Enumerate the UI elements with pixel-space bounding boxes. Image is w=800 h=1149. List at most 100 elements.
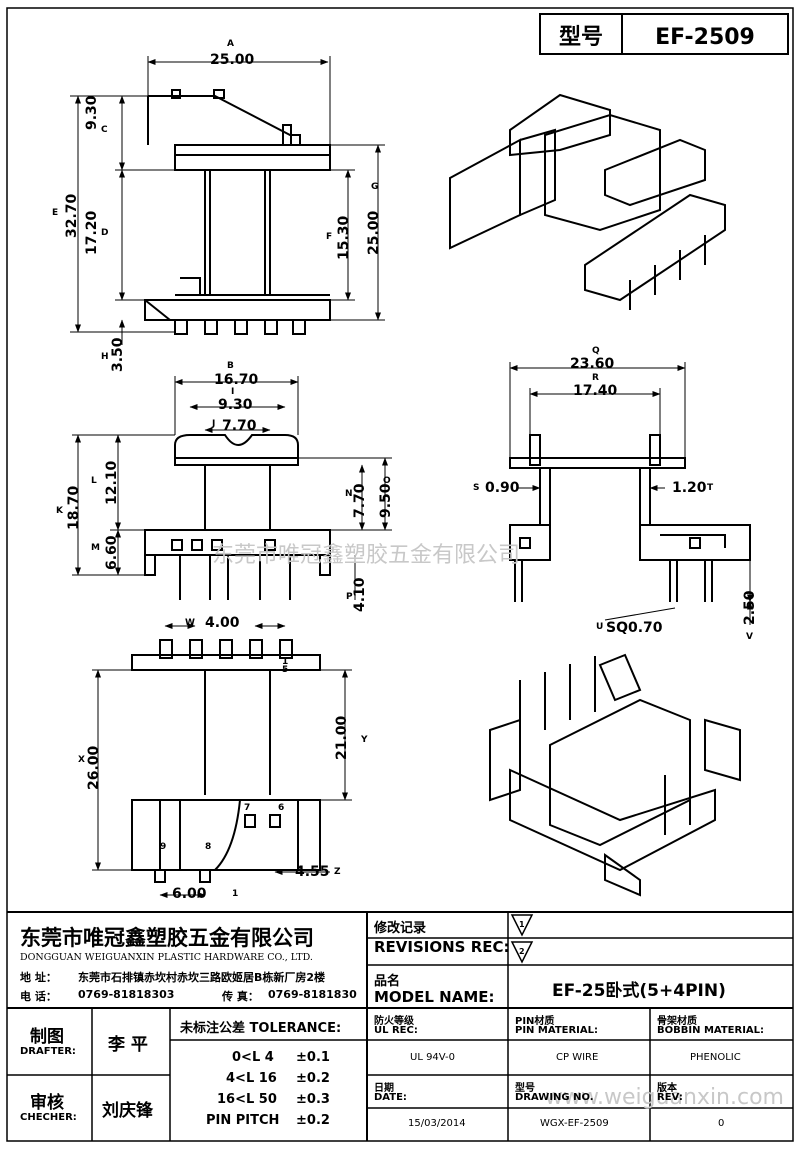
ref-letter-1: 1 (232, 889, 239, 899)
dim-h-value: 3.50 (110, 337, 126, 372)
dim-o-value: 9.50 (378, 483, 394, 518)
ref-letter-j: J (212, 419, 216, 429)
pin-material-label-cn: PIN材质 (515, 1016, 555, 1027)
dim-r-value: 17.40 (573, 383, 618, 399)
dim-u-value: SQ0.70 (606, 620, 663, 636)
ul-rec-label-cn: 防火等级 (374, 1016, 414, 1027)
ref-letter-f: F (326, 232, 333, 242)
model-name-label-en: MODEL NAME: (374, 988, 495, 1006)
ref-letter-b: B (227, 361, 234, 371)
pin-material-label-en: PIN MATERIAL: (515, 1025, 598, 1036)
front-view (144, 434, 331, 600)
ref-letter-e: E (52, 208, 59, 218)
company-name-cn: 东莞市唯冠鑫塑胶五金有限公司 (20, 926, 314, 950)
company-name-en: DONGGUAN WEIGUANXIN PLASTIC HARDWARE CO.… (20, 952, 313, 963)
ref-letter-n: N (345, 489, 353, 499)
dim-f-value: 15.30 (336, 215, 352, 260)
dim-j-value: 7.70 (222, 418, 257, 434)
date-label-en: DATE: (374, 1092, 407, 1103)
tolerance-range-3: PIN PITCH (206, 1113, 280, 1128)
pin-number-6: 6 (278, 803, 285, 813)
watermark-url: www.weiguanxin.com (545, 1085, 784, 1110)
checker-label-en: CHECHER: (20, 1112, 77, 1123)
isometric-view-top (449, 93, 726, 310)
tolerance-range-1: 4<L 16 (226, 1071, 277, 1086)
pin-number-9: 9 (160, 842, 167, 852)
side-view-top-dims (70, 56, 385, 345)
ref-letter-w: W (185, 618, 195, 628)
pin-material-value: CP WIRE (556, 1052, 599, 1063)
ref-letter-i: I (231, 387, 235, 397)
dim-c-value: 9.30 (84, 95, 100, 130)
ref-letter-t: T (707, 483, 714, 493)
dim-n-value: 7.70 (352, 483, 368, 518)
bobbin-material-label-en: BOBBIN MATERIAL: (657, 1025, 765, 1036)
ref-letter-l: L (91, 476, 97, 486)
pin-number-5: 5 (282, 665, 289, 675)
ref-letter-u: U (596, 622, 604, 632)
dim-v-value: 2.50 (742, 590, 758, 625)
dim-k-value: 18.70 (66, 485, 82, 530)
isometric-view-bottom (489, 653, 741, 897)
date-label-cn: 日期 (374, 1083, 394, 1094)
rev-value: 0 (718, 1118, 725, 1129)
ref-letter-g: G (371, 182, 379, 192)
checker-name: 刘庆锋 (102, 1101, 153, 1121)
ul-rec-label-en: UL REC: (374, 1025, 418, 1036)
tolerance-value-2: ±0.3 (296, 1092, 330, 1107)
model-number: EF-2509 (655, 25, 755, 50)
ref-letter-c: C (101, 125, 108, 135)
ref-letter-y: Y (361, 735, 368, 745)
model-name-label-cn: 品名 (374, 974, 401, 989)
revisions-label-en: REVISIONS REC: (374, 938, 510, 956)
rev-label-en: REV: (657, 1092, 683, 1103)
right-side-view (509, 434, 751, 602)
tolerance-value-1: ±0.2 (296, 1071, 330, 1086)
dim-t-value: 1.20 (672, 480, 707, 496)
ref-letter-x: X (78, 755, 85, 765)
address-label: 地 址： (20, 971, 57, 984)
dim-g-value: 25.00 (366, 210, 382, 255)
drawing-no-label-en: DRAWING NO. (515, 1092, 594, 1103)
pin-number-7: 7 (244, 803, 251, 813)
dim-x-value: 26.00 (86, 745, 102, 790)
ref-letter-d: D (101, 228, 109, 238)
ref-letter-q: Q (592, 346, 600, 356)
phone-value: 0769-81818303 (78, 988, 175, 1001)
dim-i-value: 9.30 (218, 397, 253, 413)
drawing-border (6, 7, 794, 1142)
tolerance-value-3: ±0.2 (296, 1113, 330, 1128)
ref-letter-m: M (91, 543, 100, 553)
ref-letter-r: R (592, 373, 599, 383)
dim-b-value: 16.70 (214, 372, 259, 388)
drawing-no-label-cn: 型号 (515, 1083, 535, 1094)
bottom-view (131, 639, 321, 883)
dim-w-value: 4.00 (205, 615, 240, 631)
watermark-company: 东莞市唯冠鑫塑胶五金有限公司 (212, 543, 521, 568)
ref-letter-s: S (473, 483, 480, 493)
side-view-top (144, 89, 331, 335)
bobbin-material-label-cn: 骨架材质 (657, 1016, 697, 1027)
ref-letter-o: O (383, 476, 391, 486)
drafter-label-en: DRAFTER: (20, 1046, 76, 1057)
revision-mark-2: 2 (519, 947, 525, 956)
ref-letter-h: H (101, 352, 109, 362)
address-value: 东莞市石排镇赤坎村赤坎三路欧姬居B栋新厂房2楼 (78, 971, 326, 984)
dim-l-value: 12.10 (104, 460, 120, 505)
front-view-dims (72, 376, 392, 600)
pin-number-8: 8 (205, 842, 212, 852)
ref-letter-a: A (227, 39, 234, 49)
revisions-label-cn: 修改记录 (374, 921, 427, 936)
dim-z-value: 4.55 (295, 864, 330, 880)
model-name-value: EF-25卧式(5+4PIN) (552, 981, 726, 1001)
ref-letter-v: V (746, 632, 753, 642)
date-value: 15/03/2014 (408, 1118, 466, 1129)
bottom-view-dims (92, 623, 352, 898)
dim-e-value: 32.70 (64, 193, 80, 238)
model-label: 型号 (559, 25, 603, 50)
drafter-label-cn: 制图 (30, 1027, 64, 1047)
tolerance-label: 未标注公差 TOLERANCE: (180, 1021, 342, 1036)
rev-label-cn: 版本 (657, 1083, 677, 1094)
pin-number-1: 1 (282, 657, 289, 667)
